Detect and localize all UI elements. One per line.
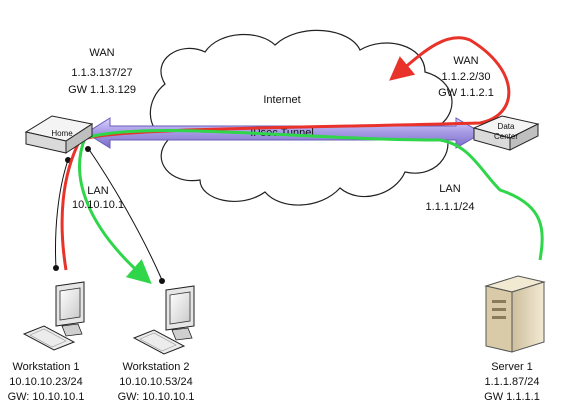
home-wan-ip: 1.1.3.137/27 bbox=[71, 67, 132, 79]
home-to-workstation1-link bbox=[55, 159, 69, 269]
drive-bay-icon bbox=[492, 300, 506, 303]
link-port-dot bbox=[85, 146, 91, 152]
internet-label: Internet bbox=[263, 94, 300, 106]
datacenter-lan-ip: 1.1.1.1/24 bbox=[426, 201, 475, 213]
workstation2-computer bbox=[132, 285, 195, 355]
home-wan-gw: GW 1.1.3.129 bbox=[68, 84, 136, 96]
home-router-label: Home bbox=[51, 129, 73, 138]
green-traffic-path bbox=[78, 128, 544, 284]
home-wan-title: WAN bbox=[89, 47, 114, 59]
home-to-workstation2-link bbox=[87, 147, 163, 281]
home-lan-title: LAN bbox=[87, 185, 108, 197]
workstation2-ip: 10.10.10.53/24 bbox=[119, 376, 192, 388]
datacenter-label-line1: Data bbox=[498, 122, 515, 131]
server1-gw: GW 1.1.1.1 bbox=[484, 391, 540, 403]
workstation1-gw: GW: 10.10.10.1 bbox=[8, 391, 85, 403]
datacenter-wan-ip: 1.1.2.2/30 bbox=[442, 71, 491, 83]
datacenter-wan-gw: GW 1.1.2.1 bbox=[438, 87, 494, 99]
workstation1-computer bbox=[22, 281, 85, 351]
home-lan-ip: 10.10.10.1 bbox=[72, 199, 124, 211]
drive-bay-icon bbox=[492, 308, 506, 311]
link-port-dot bbox=[159, 278, 165, 284]
workstation2-name: Workstation 2 bbox=[122, 361, 189, 373]
server1-tower bbox=[484, 275, 546, 353]
workstation1-name: Workstation 1 bbox=[12, 361, 79, 373]
server1-ip: 1.1.1.87/24 bbox=[484, 376, 539, 388]
lan-links bbox=[55, 147, 163, 281]
server1-name: Server 1 bbox=[491, 361, 533, 373]
workstation2-gw: GW: 10.10.10.1 bbox=[118, 391, 195, 403]
datacenter-label-line2: Center bbox=[494, 132, 518, 141]
internet-cloud: Internet bbox=[149, 29, 453, 206]
link-port-dot bbox=[53, 265, 59, 271]
workstation1-ip: 10.10.10.23/24 bbox=[9, 376, 82, 388]
drive-bay-icon bbox=[492, 316, 506, 319]
datacenter-router: Data Center bbox=[472, 115, 540, 151]
datacenter-wan-title: WAN bbox=[453, 55, 478, 67]
datacenter-lan-title: LAN bbox=[439, 183, 460, 195]
red-traffic-path bbox=[60, 36, 511, 271]
home-router: Home bbox=[24, 115, 94, 154]
